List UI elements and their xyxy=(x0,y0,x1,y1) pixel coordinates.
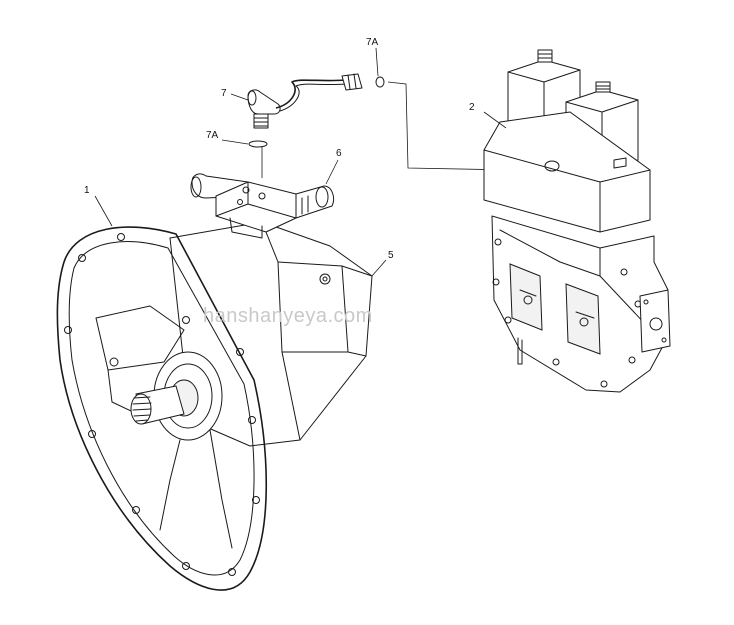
callout-5: 5 xyxy=(388,250,394,261)
callout-7a-middle: 7A xyxy=(206,130,219,141)
watermark-text: hanshanyeya.com xyxy=(203,305,373,327)
callout-6: 6 xyxy=(336,148,342,159)
hydraulic-tube xyxy=(275,73,363,112)
callout-leaders xyxy=(94,47,507,277)
o-ring-7a-lower xyxy=(248,140,268,148)
control-valve-2 xyxy=(483,49,671,393)
valve-bolt-heads xyxy=(492,238,642,388)
callout-7a-top: 7A xyxy=(366,37,379,48)
regulator-block-6 xyxy=(190,173,335,239)
main-pump-assembly xyxy=(56,221,373,591)
callout-7: 7 xyxy=(221,88,227,99)
input-shaft xyxy=(130,351,223,441)
o-ring-7a-upper xyxy=(375,76,385,88)
callout-2: 2 xyxy=(469,102,475,113)
flange-bolt-holes xyxy=(64,233,260,576)
elbow-fitting-7 xyxy=(247,89,281,129)
connection-lead xyxy=(387,81,513,171)
callout-1: 1 xyxy=(84,185,90,196)
